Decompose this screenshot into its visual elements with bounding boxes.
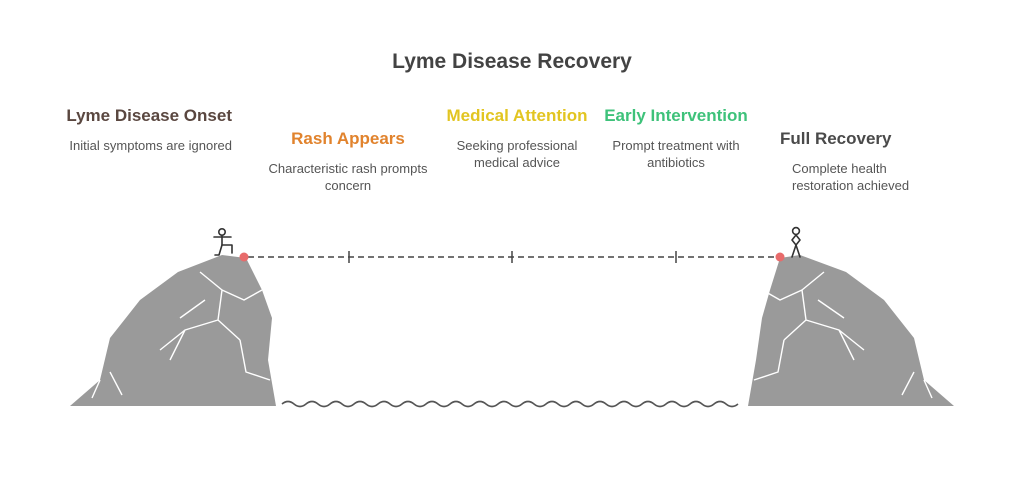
right-cliff-rock — [748, 255, 954, 406]
right-cliff — [748, 255, 954, 406]
stage-rash-description: Characteristic rash prompts concern — [268, 161, 428, 193]
person-standing-icon — [791, 226, 801, 258]
left-cliff-rock — [70, 255, 276, 406]
stage-intervention-heading: Early Intervention — [604, 106, 748, 125]
water-waves — [281, 400, 739, 408]
stage-onset: Lyme Disease Onset Initial symptoms are … — [60, 105, 232, 154]
stage-medical-heading: Medical Attention — [446, 106, 588, 125]
stage-recovery-description: Complete health restoration achieved — [792, 161, 910, 193]
stage-onset-description: Initial symptoms are ignored — [69, 138, 232, 153]
anchor-left — [239, 252, 249, 262]
anchor-right — [775, 252, 785, 262]
stage-rash-heading: Rash Appears — [291, 129, 405, 148]
stage-intervention-description: Prompt treatment with antibiotics — [612, 138, 740, 170]
diagram-title: Lyme Disease Recovery — [392, 50, 632, 73]
left-cliff — [70, 255, 276, 406]
right-cliff-cracks — [753, 271, 933, 399]
rope-bridge — [239, 251, 785, 263]
stage-medical: Medical Attention Seeking professional m… — [436, 105, 598, 171]
person-stepping-icon — [213, 228, 233, 256]
stage-recovery-heading: Full Recovery — [780, 129, 892, 148]
stage-medical-description: Seeking professional medical advice — [456, 138, 578, 170]
left-cliff-cracks — [91, 271, 271, 399]
stage-recovery: Full Recovery Complete health restoratio… — [780, 128, 940, 194]
stage-rash: Rash Appears Characteristic rash prompts… — [268, 128, 428, 194]
stage-onset-heading: Lyme Disease Onset — [66, 106, 232, 125]
stage-intervention: Early Intervention Prompt treatment with… — [597, 105, 755, 171]
